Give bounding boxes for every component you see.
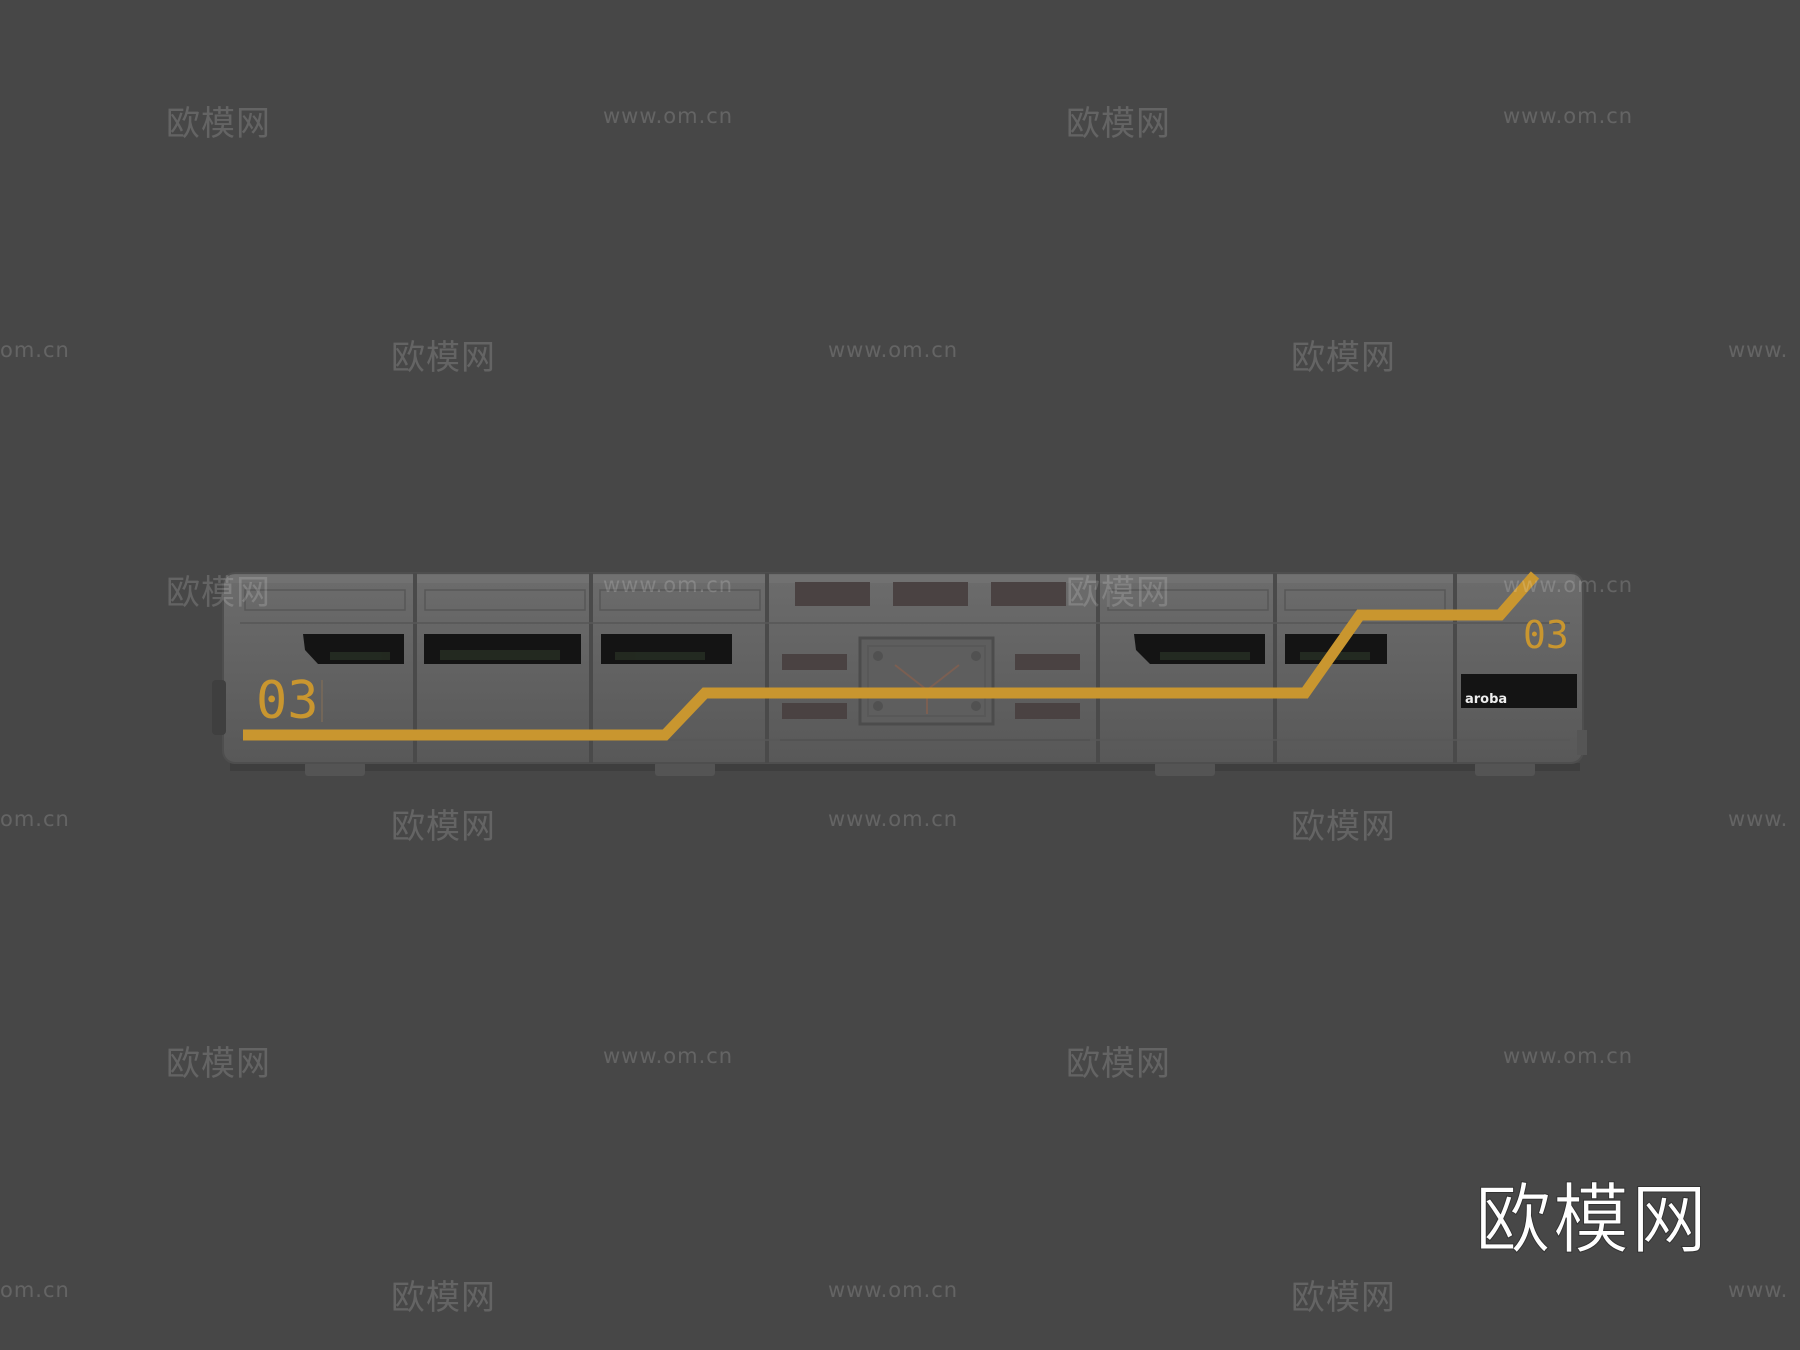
train-roof <box>230 575 1575 583</box>
watermark-brand: 欧模网 <box>166 573 271 613</box>
watermark-url-cut: om.cn <box>0 1278 70 1302</box>
watermark-brand: 欧模网 <box>1066 1044 1171 1084</box>
watermark-url: www.om.cn <box>828 807 959 831</box>
watermark-url: www.om.cn <box>1503 573 1634 597</box>
watermark-url: www.om.cn <box>1503 104 1634 128</box>
watermark-brand: 欧模网 <box>1291 807 1396 847</box>
watermark-brand: 欧模网 <box>391 807 496 847</box>
watermark-brand: 欧模网 <box>166 104 271 144</box>
watermark-brand: 欧模网 <box>1291 338 1396 378</box>
orange-stripe <box>243 571 1540 741</box>
watermark-url: www.om.cn <box>828 338 959 362</box>
rear-coupler <box>1577 730 1587 755</box>
watermark-url: www.om.cn <box>603 1044 734 1068</box>
watermark-brand: 欧模网 <box>1291 1278 1396 1318</box>
corner-brand-logo: 欧模网 <box>1475 1175 1709 1265</box>
watermark-url-cut: om.cn <box>0 807 70 831</box>
watermark-url: www.om.cn <box>828 1278 959 1302</box>
watermark-brand: 欧模网 <box>1066 104 1171 144</box>
watermark-url: www.om.cn <box>1503 1044 1634 1068</box>
train-bogies <box>305 762 1535 776</box>
watermark-url-cut: www. <box>1728 1278 1789 1302</box>
watermark-url: www.om.cn <box>603 573 734 597</box>
watermark-brand: 欧模网 <box>166 1044 271 1084</box>
watermark-url-cut: www. <box>1728 807 1789 831</box>
watermark-brand: 欧模网 <box>1066 573 1171 613</box>
watermark-url-cut: www. <box>1728 338 1789 362</box>
front-car-number: 03 <box>256 671 319 731</box>
watermark-brand: 欧模网 <box>391 338 496 378</box>
rear-car-number: 03 <box>1523 613 1569 657</box>
rear-cab-window <box>1461 674 1577 708</box>
watermark-url-cut: om.cn <box>0 338 70 362</box>
watermark-brand: 欧模网 <box>391 1278 496 1318</box>
watermark-url: www.om.cn <box>603 104 734 128</box>
front-coupler <box>212 680 226 735</box>
center-car-door <box>780 582 1090 741</box>
train-shadow <box>230 763 1580 771</box>
operator-label: aroba <box>1465 692 1507 707</box>
